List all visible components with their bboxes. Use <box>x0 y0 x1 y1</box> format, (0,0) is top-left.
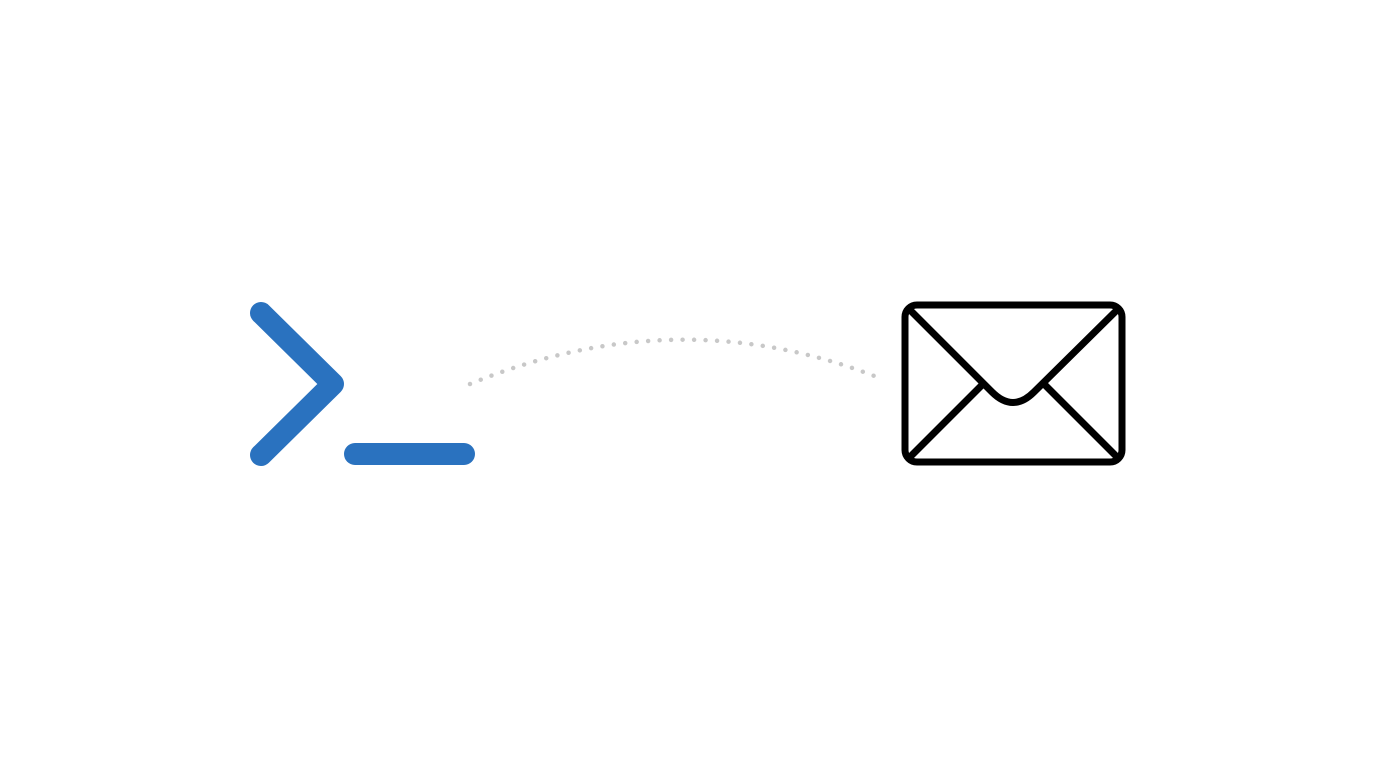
terminal-prompt-icon <box>250 302 475 466</box>
prompt-chevron <box>250 302 344 466</box>
envelope-flap <box>906 306 1121 406</box>
envelope-fold-left <box>906 381 986 461</box>
envelope-body <box>901 301 1126 466</box>
envelope-icon <box>901 301 1126 466</box>
dotted-arc-connector <box>467 337 885 387</box>
envelope-fold-right <box>1041 381 1121 461</box>
